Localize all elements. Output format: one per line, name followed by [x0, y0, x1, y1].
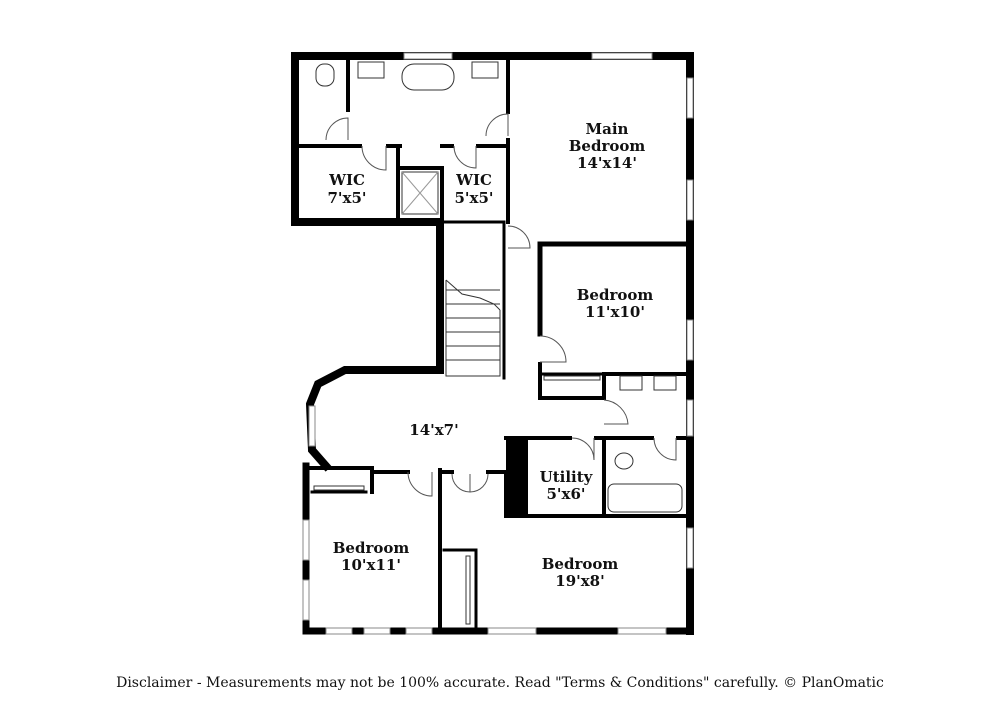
window-bottom-1 — [325, 627, 353, 635]
wall-stairs — [442, 220, 506, 380]
closet-rail — [543, 375, 601, 381]
wic-right-name: WIC — [455, 171, 492, 189]
windows — [302, 52, 694, 635]
window-right-1 — [686, 77, 694, 119]
bedroom-bottom-right-name: Bedroom — [542, 555, 619, 573]
sink-icon — [619, 375, 643, 391]
bathtub-icon — [401, 63, 455, 91]
wall-bed-left-top — [304, 466, 410, 494]
window-left-3 — [302, 579, 310, 621]
stairs-icon — [445, 279, 501, 377]
window-left-1 — [308, 405, 316, 447]
wall-bed-mid-left-b — [538, 362, 606, 400]
wic-left-name: WIC — [328, 171, 365, 189]
main-bedroom-name-2: Bedroom — [569, 137, 646, 155]
shower-icon — [401, 171, 439, 215]
closet-rail — [465, 555, 471, 625]
sink-icon — [357, 61, 385, 79]
main-bedroom-name-1: Main — [586, 120, 629, 138]
door-swings — [325, 113, 677, 497]
window-bottom-4 — [487, 627, 537, 635]
main-bedroom-size: 14'x14' — [577, 154, 637, 172]
wall-bath2 — [602, 372, 690, 400]
window-bottom-2 — [363, 627, 391, 635]
window-top-1 — [403, 52, 453, 60]
bedroom-middle-right-size: 11'x10' — [585, 303, 645, 321]
toilet-icon — [614, 452, 634, 470]
window-bottom-3 — [405, 627, 433, 635]
bedroom-bottom-left-size: 10'x11' — [341, 556, 401, 574]
wic-left-size: 7'x5' — [327, 189, 366, 207]
outer-wall-left-top — [291, 52, 444, 472]
window-right-2 — [686, 179, 694, 221]
hall-size: 14'x7' — [409, 421, 458, 439]
utility-name: Utility — [540, 468, 594, 486]
room-labels: Main Bedroom 14'x14' WIC 7'x5' WIC 5'x5'… — [327, 120, 653, 590]
window-bottom-5 — [617, 627, 667, 635]
utility-size: 5'x6' — [546, 485, 585, 503]
wall-bed-right-closet — [442, 548, 478, 630]
bedroom-middle-right-name: Bedroom — [577, 286, 654, 304]
fixtures — [313, 61, 683, 625]
chimney-block — [506, 440, 528, 516]
wall-bed-right-top — [438, 470, 508, 518]
bathtub-icon — [607, 483, 683, 513]
window-left-2 — [302, 519, 310, 561]
sink-icon — [471, 61, 499, 79]
window-right-3 — [686, 319, 694, 361]
bedroom-bottom-left-name: Bedroom — [333, 539, 410, 557]
window-right-4 — [686, 399, 694, 437]
bedroom-bottom-right-size: 19'x8' — [555, 572, 604, 590]
sink-icon — [653, 375, 677, 391]
disclaimer-text: Disclaimer - Measurements may not be 100… — [116, 675, 884, 691]
window-right-5 — [686, 527, 694, 569]
toilet-icon — [315, 63, 335, 87]
wall-shower — [396, 166, 444, 220]
window-top-2 — [591, 52, 653, 60]
wic-right-size: 5'x5' — [454, 189, 493, 207]
closet-rail — [313, 485, 365, 491]
